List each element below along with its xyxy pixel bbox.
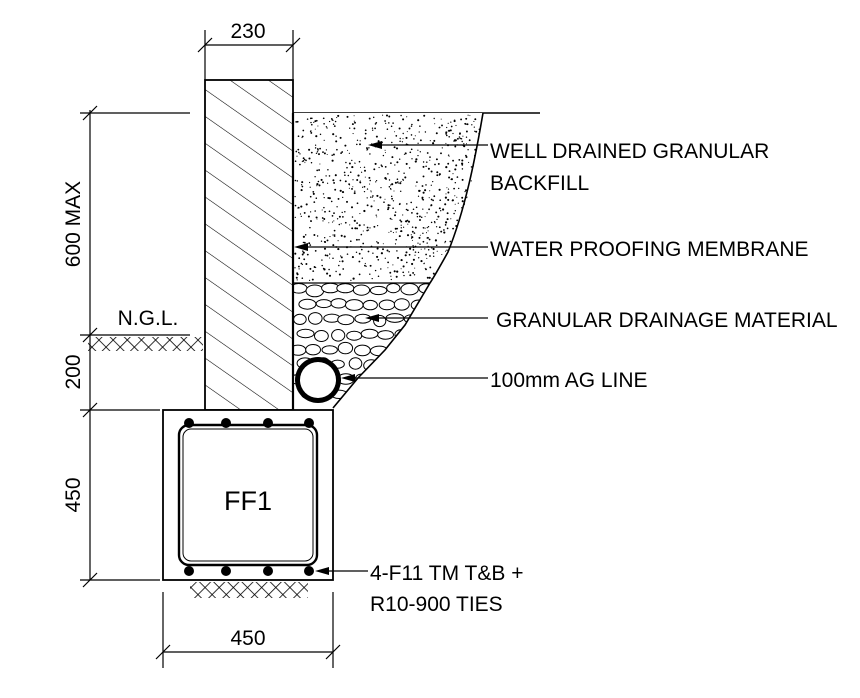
natural-ground-level: N.G.L. [88,307,203,351]
footing-label: FF1 [224,486,272,516]
footing-width-label: 450 [230,627,265,650]
reo-bar-top-4 [304,418,314,428]
embed-depth-label: 200 [62,354,85,389]
callout-membrane-text: WATER PROOFING MEMBRANE [490,238,809,261]
reo-bar-top-2 [221,418,231,428]
reo-bar-bottom-1 [184,566,194,576]
callout-backfill: WELL DRAINED GRANULAR BACKFILL [368,140,769,195]
reinforcement-bars [184,418,314,576]
callout-backfill-line1: WELL DRAINED GRANULAR [490,140,769,163]
reo-bar-top-3 [263,418,273,428]
callout-ag-line-text: 100mm AG LINE [490,369,648,392]
reo-bar-bottom-3 [263,566,273,576]
callout-drainage-text: GRANULAR DRAINAGE MATERIAL [496,309,838,332]
callout-backfill-line2: BACKFILL [490,172,589,195]
reo-bar-top-1 [184,418,194,428]
wall-width-label: 230 [230,20,265,43]
callout-ag-line: 100mm AG LINE [341,369,648,392]
callout-reinforcement: 4-F11 TM T&B + R10-900 TIES [315,562,523,616]
callout-reo-line1: 4-F11 TM T&B + [370,562,523,585]
blockwork-wall [204,79,294,411]
wall-width-dimension: 230 [197,20,301,80]
callout-drainage: GRANULAR DRAINAGE MATERIAL [365,309,838,332]
reo-bar-bottom-4 [304,566,314,576]
granular-backfill [293,112,484,284]
footing-ff1: FF1 [162,409,334,581]
callout-membrane: WATER PROOFING MEMBRANE [294,238,809,261]
ngl-label: N.G.L. [118,307,179,330]
backfill-height-label: 600 MAX [62,181,85,267]
callout-reo-line2: R10-900 TIES [370,593,503,616]
reo-bar-bottom-2 [221,566,231,576]
footing-height-label: 450 [62,477,85,512]
ag-line-pipe [295,357,341,403]
footing-ground-hatch [190,582,308,598]
footing-width-dimension: 450 [155,592,341,668]
